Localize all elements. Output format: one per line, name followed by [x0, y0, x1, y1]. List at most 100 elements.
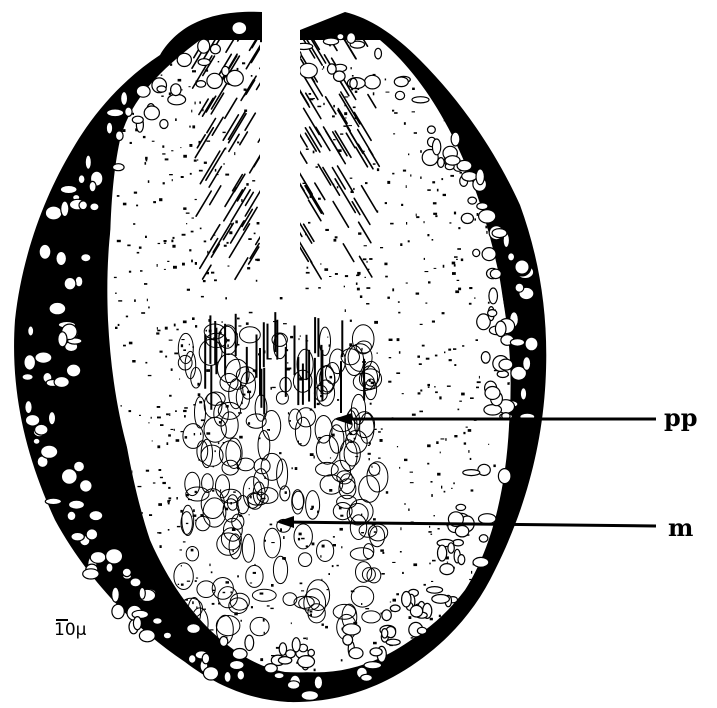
- speckle: [435, 215, 437, 217]
- speckle: [449, 88, 453, 89]
- speckle: [177, 526, 181, 527]
- speckle: [449, 222, 451, 223]
- speckle: [409, 616, 412, 619]
- speckle: [255, 259, 259, 261]
- speckle: [165, 356, 167, 358]
- cortex-cell: [80, 480, 93, 493]
- speckle: [460, 172, 463, 174]
- cortex-cell: [476, 169, 484, 185]
- speckle: [306, 272, 310, 274]
- speckle: [404, 459, 407, 461]
- speckle: [428, 387, 430, 388]
- speckle: [412, 414, 416, 416]
- speckle: [159, 198, 162, 201]
- speckle: [195, 102, 196, 105]
- speckle: [249, 488, 250, 489]
- speckle: [139, 247, 142, 249]
- speckle: [165, 327, 168, 330]
- speckle: [195, 325, 197, 328]
- speckle: [211, 272, 214, 274]
- cortex-cell: [69, 500, 85, 509]
- speckle: [318, 287, 321, 289]
- speckle: [237, 318, 240, 320]
- speckle: [228, 266, 230, 267]
- speckle: [337, 399, 339, 401]
- speckle: [439, 615, 441, 617]
- speckle: [193, 509, 195, 512]
- speckle: [114, 277, 117, 278]
- speckle: [463, 658, 466, 661]
- speckle: [378, 431, 381, 433]
- cortex-cell: [81, 254, 91, 262]
- speckle: [447, 562, 448, 563]
- speckle: [276, 647, 279, 649]
- cortex-cell: [479, 535, 488, 542]
- cortex-cell: [196, 81, 206, 88]
- speckle: [194, 433, 195, 435]
- speckle: [164, 243, 166, 244]
- speckle: [139, 415, 141, 416]
- speckle: [238, 325, 241, 326]
- speckle: [344, 112, 347, 115]
- speckle: [484, 60, 488, 62]
- speckle: [191, 110, 192, 113]
- speckle: [225, 297, 227, 299]
- speckle: [174, 324, 176, 327]
- speckle: [465, 653, 468, 654]
- cortex-cell: [83, 569, 99, 579]
- speckle: [267, 605, 270, 606]
- speckle: [283, 323, 287, 324]
- speckle: [358, 232, 361, 234]
- speckle: [398, 301, 400, 303]
- cortex-cell: [198, 59, 210, 66]
- speckle: [148, 422, 149, 423]
- speckle: [290, 336, 293, 338]
- speckle: [404, 122, 406, 125]
- speckle: [143, 136, 146, 138]
- speckle: [468, 429, 472, 432]
- speckle: [403, 170, 406, 172]
- cortex-cell: [458, 555, 465, 565]
- speckle: [168, 487, 170, 489]
- speckle: [424, 221, 425, 223]
- label-m: m: [668, 516, 693, 540]
- speckle: [260, 658, 263, 661]
- cortex-cell: [477, 203, 488, 210]
- speckle: [455, 661, 458, 662]
- cortex-cell: [139, 630, 155, 642]
- cortex-cell: [485, 387, 500, 400]
- cortex-cell: [451, 132, 460, 146]
- cortex-cell: [365, 75, 381, 89]
- speckle: [312, 543, 315, 546]
- speckle: [175, 410, 177, 412]
- speckle: [323, 103, 324, 105]
- speckle: [181, 565, 182, 566]
- speckle: [443, 194, 446, 196]
- cortex-cell: [202, 653, 209, 663]
- speckle: [398, 312, 400, 314]
- speckle: [225, 174, 229, 176]
- speckle: [130, 142, 132, 144]
- speckle: [195, 262, 197, 265]
- speckle: [373, 92, 375, 95]
- speckle: [387, 297, 390, 299]
- speckle: [192, 317, 195, 320]
- speckle: [340, 515, 343, 517]
- speckle: [191, 260, 193, 263]
- speckle: [442, 312, 445, 314]
- cortex-cell: [160, 120, 168, 129]
- speckle: [144, 283, 147, 285]
- cortex-cell: [292, 638, 300, 652]
- cortex-cell: [171, 84, 181, 96]
- cortex-cell: [35, 424, 48, 435]
- speckle: [118, 324, 120, 326]
- ascospore-circle: [514, 259, 530, 275]
- speckle: [318, 198, 321, 200]
- speckle: [453, 656, 456, 659]
- speckle: [374, 321, 378, 324]
- speckle: [452, 262, 456, 265]
- cortex-cell: [132, 610, 148, 618]
- speckle: [425, 271, 429, 272]
- cortex-cell: [177, 53, 191, 66]
